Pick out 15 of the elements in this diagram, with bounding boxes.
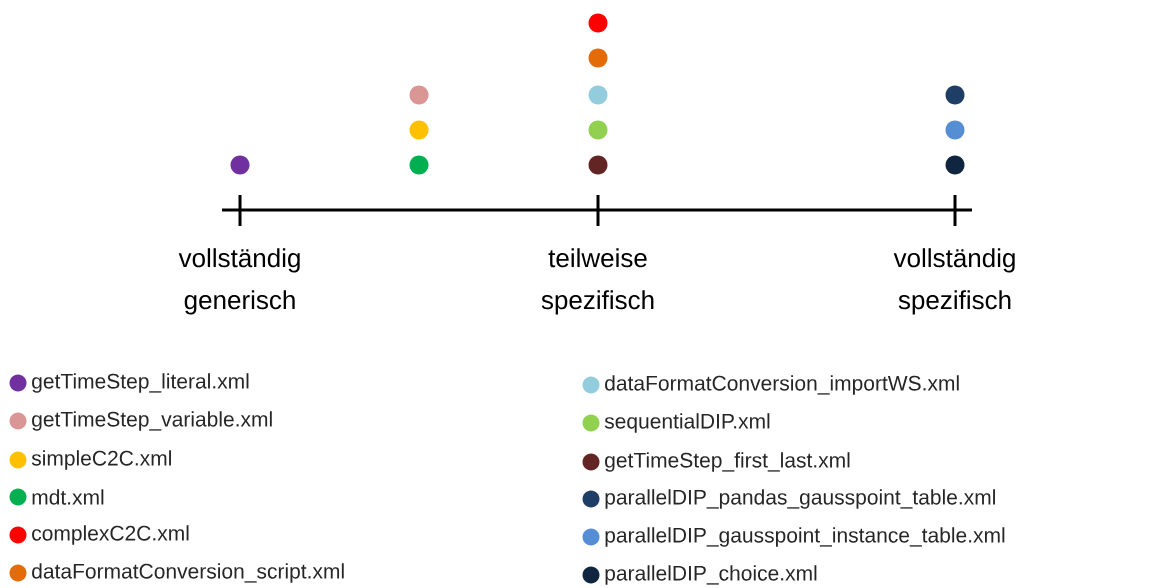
legend-label: parallelDIP_choice.xml — [605, 565, 817, 585]
legend-label: sequentialDIP.xml — [604, 413, 770, 433]
legend-label: parallelDIP_pandas_gausspoint_table.xml — [605, 489, 995, 509]
legend-label: getTimeStep_first_last.xml — [605, 452, 850, 472]
legend-label: parallelDIP_gausspoint_instance_table.xml — [605, 527, 1005, 547]
scale-label: vollständig spezifisch — [893, 248, 1015, 315]
legend-label: getTimeStep_literal.xml — [32, 373, 249, 393]
legend-label: dataFormatConversion_script.xml — [32, 563, 344, 583]
scale-label: teilweise spezifisch — [541, 248, 654, 315]
legend-label: complexC2C.xml — [32, 525, 189, 545]
legend-label: getTimeStep_variable.xml — [32, 411, 272, 431]
legend-label: mdt.xml — [32, 489, 104, 505]
legend-label: simpleC2C.xml — [31, 450, 171, 470]
legend-label: dataFormatConversion_importWS.xml — [605, 375, 959, 395]
scale-label: vollständig generisch — [178, 248, 300, 315]
